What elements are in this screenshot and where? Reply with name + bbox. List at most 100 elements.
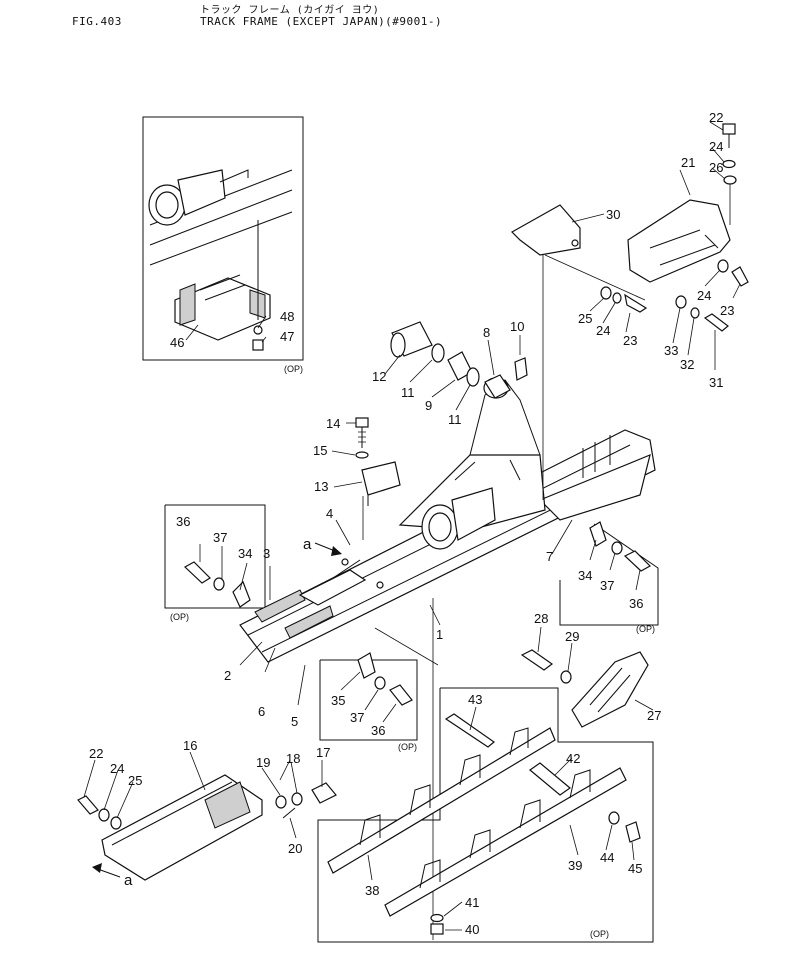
bolt-23-right: [624, 293, 648, 313]
callout-34: 34: [238, 546, 252, 561]
callout-19: 19: [256, 755, 270, 770]
inset-frame-section: [148, 169, 293, 266]
option-label: (OP): [590, 929, 609, 939]
callout-5: 5: [291, 714, 298, 729]
callout-12: 12: [372, 369, 386, 384]
title-japanese: トラック フレーム (カイガイ ヨウ): [200, 5, 380, 16]
callout-9: 9: [425, 398, 432, 413]
callout-34: 34: [578, 568, 592, 583]
bolt-36-lower: [389, 684, 413, 706]
callout-4: 4: [326, 506, 333, 521]
callout-35: 35: [331, 693, 345, 708]
bolt-40: [430, 923, 444, 935]
callout-46: 46: [170, 335, 184, 350]
washer-41: [430, 913, 444, 923]
callout-27: 27: [647, 708, 661, 723]
callout-37: 37: [350, 710, 364, 725]
track-guard-39: [384, 767, 627, 917]
callout-8: 8: [483, 325, 490, 340]
callout-20: 20: [288, 841, 302, 856]
callout-14: 14: [326, 416, 340, 431]
callout-28: 28: [534, 611, 548, 626]
callout-22: 22: [89, 746, 103, 761]
leader-cover-21: [544, 254, 646, 301]
option-label: (OP): [398, 742, 417, 752]
inset-box-track-guards: [317, 687, 654, 943]
leader-lines: [83, 121, 741, 931]
callout-45: 45: [628, 861, 642, 876]
callout-48: 48: [280, 309, 294, 324]
callout-25: 25: [128, 773, 142, 788]
option-label: (OP): [284, 364, 303, 374]
grease-fitting-10: [514, 357, 528, 381]
callout-42: 42: [566, 751, 580, 766]
option-label: (OP): [170, 612, 189, 622]
washer-19: [275, 795, 287, 809]
callout-24: 24: [110, 761, 124, 776]
ref-mark-a-bottom: a: [124, 872, 133, 889]
washer-37-left: [213, 577, 225, 591]
washer-24-left: [98, 808, 110, 822]
washer-24-top: [722, 159, 736, 169]
callout-7: 7: [546, 549, 553, 564]
bushing-11-upper: [431, 343, 445, 363]
callout-18: 18: [286, 751, 300, 766]
bolt-17: [311, 782, 337, 804]
track-frame-main: [239, 379, 656, 663]
callout-41: 41: [465, 895, 479, 910]
washer-26: [723, 175, 737, 185]
callout-11: 11: [401, 385, 415, 400]
callout-36: 36: [629, 596, 643, 611]
callout-29: 29: [565, 629, 579, 644]
callout-33: 33: [664, 343, 678, 358]
pin-42: [529, 762, 571, 796]
callout-numbers: 22 24 26 21 30 25 24 23 33 32 31 24 23 1…: [89, 110, 734, 939]
figure-number: FIG.403: [72, 15, 122, 28]
callout-36: 36: [371, 723, 385, 738]
plate-34-right: [589, 521, 607, 547]
bolt-31: [703, 313, 729, 332]
callout-15: 15: [313, 443, 327, 458]
arrow-a-bottom: [92, 863, 121, 878]
yoke-8: [483, 374, 511, 399]
callout-32: 32: [680, 357, 694, 372]
washer-25-right: [600, 286, 612, 300]
plate-34-left: [232, 580, 251, 608]
washer-18: [291, 792, 303, 806]
callout-24: 24: [697, 288, 711, 303]
callout-47: 47: [280, 329, 294, 344]
callout-39: 39: [568, 858, 582, 873]
leader-frame-lower: [374, 627, 439, 666]
inset-bracket-46: [174, 220, 271, 351]
callout-36: 36: [176, 514, 190, 529]
callout-13: 13: [314, 479, 328, 494]
callout-38: 38: [365, 883, 379, 898]
washer-32: [690, 307, 700, 319]
washer-33: [675, 295, 687, 309]
callout-31: 31: [709, 375, 723, 390]
callout-24: 24: [596, 323, 610, 338]
callout-30: 30: [606, 207, 620, 222]
washer-24-right-b: [717, 259, 729, 273]
bolt-23-right-b: [731, 266, 749, 287]
washer-24-right: [612, 292, 622, 304]
washer-37-lower: [374, 676, 386, 690]
callout-44: 44: [600, 850, 614, 865]
callout-10: 10: [510, 319, 524, 334]
callout-22: 22: [709, 110, 723, 125]
callout-3: 3: [263, 546, 270, 561]
washer-29: [560, 670, 572, 684]
track-guard-38: [327, 727, 556, 874]
bolt-36-left: [183, 561, 211, 584]
callout-6: 6: [258, 704, 265, 719]
callout-25: 25: [578, 311, 592, 326]
arrow-a-top: [314, 542, 342, 556]
washer-37-right: [611, 541, 623, 555]
inset-box-lower-guard: [319, 659, 418, 741]
callout-37: 37: [213, 530, 227, 545]
washer-25-left: [110, 816, 122, 830]
callout-11: 11: [448, 412, 462, 427]
callout-16: 16: [183, 738, 197, 753]
